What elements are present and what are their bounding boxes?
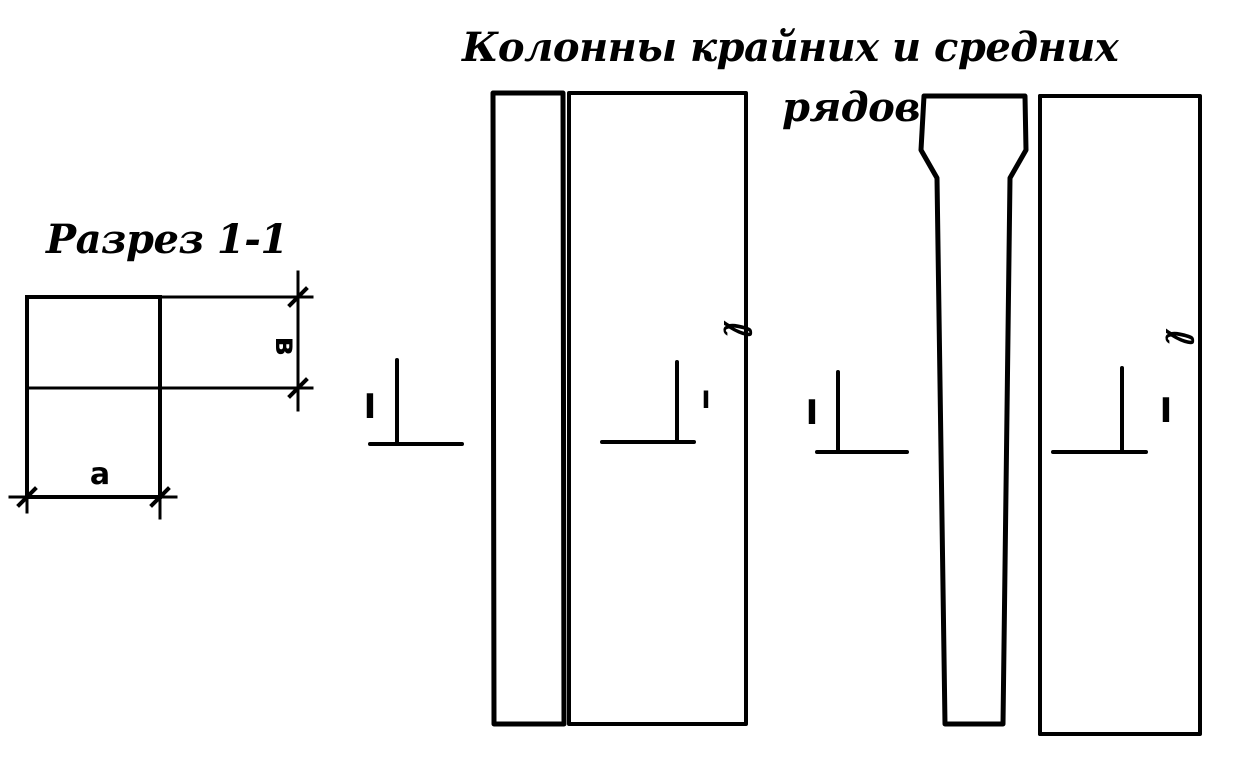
section-mark-3-label: I — [806, 393, 819, 433]
title-line-2: рядов — [782, 84, 921, 131]
section-mark-2-label: I — [702, 386, 711, 414]
column-with-head-drawing — [815, 93, 1202, 736]
dim-b-tick-top — [287, 286, 309, 308]
column-straight-drawing — [368, 90, 748, 727]
length-label-2: ℓ — [1157, 328, 1201, 347]
column-with-head-side-view — [918, 93, 1029, 727]
section-mark-4-label: I — [1160, 391, 1173, 431]
dim-a-tick-left — [16, 486, 38, 508]
cross-section-drawing — [8, 270, 314, 520]
title-line-1: Колонны крайних и средних — [462, 24, 1119, 71]
dim-b-tick-bottom — [287, 377, 309, 399]
section-mark-1-label: I — [364, 387, 377, 427]
column-with-head-front-view — [1038, 94, 1202, 736]
column-straight-front-view — [567, 91, 748, 726]
section-title: Разрез 1-1 — [46, 216, 288, 263]
dim-b-label: в — [268, 337, 303, 356]
column-straight-side-view — [490, 90, 567, 727]
length-label-1: ℓ — [715, 320, 759, 339]
dim-a-label: a — [90, 457, 110, 492]
dim-a-tick-right — [149, 486, 171, 508]
